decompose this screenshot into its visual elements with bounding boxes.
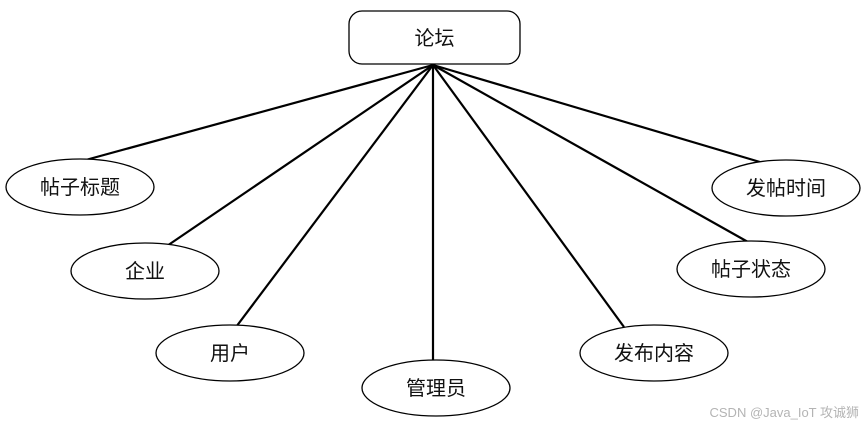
attribute-user: 用户 — [155, 324, 305, 382]
attribute-label: 管理员 — [406, 376, 466, 400]
entity-forum: 论坛 — [348, 10, 521, 65]
attribute-label: 帖子标题 — [40, 175, 120, 199]
edge-user — [232, 64, 434, 332]
attribute-label: 用户 — [210, 341, 250, 365]
watermark-text: CSDN @Java_IoT 攻诚狮 — [710, 405, 860, 420]
entity-box — [348, 10, 521, 65]
attribute-label: 企业 — [125, 259, 165, 283]
attribute-ellipse — [711, 159, 861, 217]
edge-post-title — [81, 63, 434, 163]
attribute-post-content: 发布内容 — [579, 324, 729, 382]
attribute-enterprise: 企业 — [70, 242, 220, 300]
attribute-ellipse — [5, 158, 155, 216]
attribute-admin: 管理员 — [361, 359, 511, 417]
edge-post-time — [432, 63, 761, 164]
attribute-ellipse — [676, 240, 826, 298]
attribute-label: 帖子状态 — [711, 257, 791, 281]
edges — [81, 63, 761, 364]
attribute-ellipse — [361, 359, 511, 417]
attribute-post-time: 发帖时间 — [711, 159, 861, 217]
attribute-label: 发帖时间 — [746, 176, 826, 200]
edge-enterprise — [160, 64, 434, 251]
attribute-label: 发布内容 — [614, 341, 694, 365]
attribute-post-status: 帖子状态 — [676, 240, 826, 298]
attribute-ellipse — [579, 324, 729, 382]
attribute-ellipse — [155, 324, 305, 382]
edge-post-status — [432, 64, 749, 243]
attribute-post-title: 帖子标题 — [5, 158, 155, 216]
entity-label: 论坛 — [415, 26, 455, 50]
attribute-ellipse — [70, 242, 220, 300]
edge-post-content — [432, 64, 625, 328]
